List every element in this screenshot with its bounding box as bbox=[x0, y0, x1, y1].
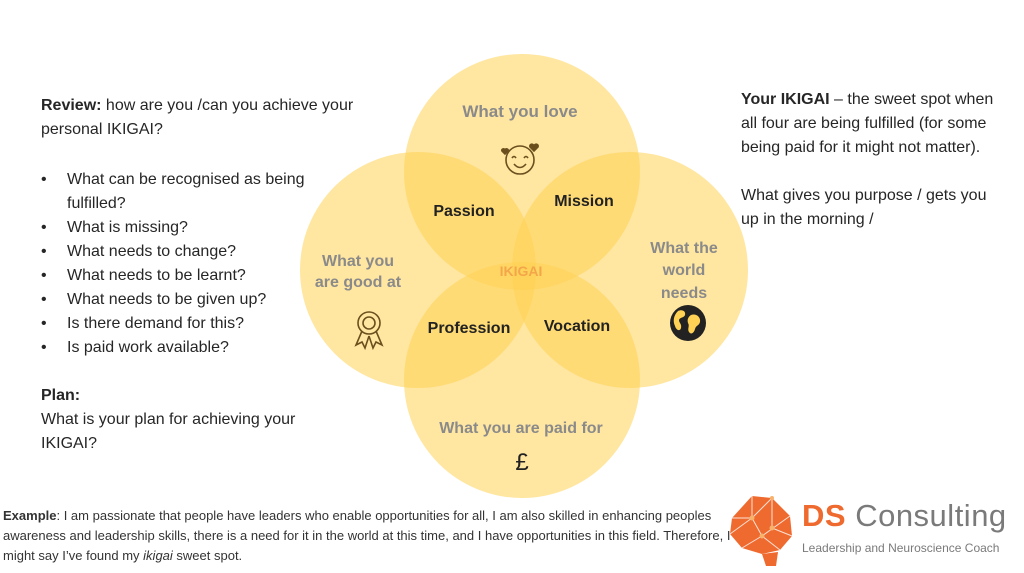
label-passion: Passion bbox=[433, 203, 494, 220]
example-tail: sweet spot. bbox=[172, 548, 243, 563]
circle-paid-for bbox=[404, 262, 640, 498]
award-ribbon-icon bbox=[354, 311, 384, 351]
review-text: Review: how are you /can you achieve you… bbox=[41, 94, 371, 142]
ikigai-line: – the sweet spot when bbox=[829, 91, 994, 108]
example-body: : I am passionate that people have leade… bbox=[3, 508, 731, 563]
example-label: Example bbox=[3, 508, 57, 523]
pound-sign-icon: £ bbox=[515, 449, 528, 476]
plan-section: Plan: What is your plan for achieving yo… bbox=[41, 384, 351, 456]
logo-brand: DS bbox=[802, 498, 847, 533]
list-item: What can be recognised as being fulfille… bbox=[41, 168, 361, 216]
label-world-3: needs bbox=[661, 285, 707, 302]
list-item: Is paid work available? bbox=[41, 336, 361, 360]
logo-name: Consulting bbox=[846, 498, 1007, 533]
ikigai-description: Your IKIGAI – the sweet spot when all fo… bbox=[741, 88, 1024, 232]
example-em: ikigai bbox=[143, 548, 173, 563]
label-vocation: Vocation bbox=[544, 318, 610, 335]
label-world-2: world bbox=[662, 262, 706, 279]
ikigai-venn-diagram: What you love What you are good at What … bbox=[300, 54, 748, 498]
label-what-you-love: What you love bbox=[462, 102, 577, 121]
review-body: how are you /can you achieve your person… bbox=[41, 97, 354, 138]
ds-consulting-logo: DS Consulting Leadership and Neuroscienc… bbox=[722, 488, 1024, 568]
ikigai-line: all four are being fulfilled (for some bbox=[741, 115, 987, 132]
plan-title: Plan: bbox=[41, 387, 81, 404]
list-item: What needs to change? bbox=[41, 240, 361, 264]
logo-wordmark: DS Consulting bbox=[802, 498, 1007, 534]
smiley-hearts-icon bbox=[501, 143, 539, 175]
brain-network-icon bbox=[729, 496, 793, 566]
list-item: What needs to be given up? bbox=[41, 288, 361, 312]
label-mission: Mission bbox=[554, 193, 614, 210]
purpose-line: up in the morning / bbox=[741, 211, 874, 228]
list-item: What needs to be learnt? bbox=[41, 264, 361, 288]
review-title: Review: bbox=[41, 97, 102, 114]
label-ikigai-center: IKIGAI bbox=[500, 263, 543, 279]
label-good-at-1: What you bbox=[322, 253, 394, 270]
label-paid-for: What you are paid for bbox=[439, 420, 603, 437]
review-questions-list: What can be recognised as being fulfille… bbox=[41, 168, 361, 360]
ikigai-line: being paid for it might not matter). bbox=[741, 139, 981, 156]
list-item: What is missing? bbox=[41, 216, 361, 240]
logo-tagline: Leadership and Neuroscience Coach bbox=[802, 541, 1000, 555]
ikigai-title: Your IKIGAI bbox=[741, 91, 830, 108]
label-good-at-2: are good at bbox=[315, 274, 402, 291]
purpose-line: What gives you purpose / gets you bbox=[741, 187, 987, 204]
label-profession: Profession bbox=[428, 320, 511, 337]
globe-icon bbox=[670, 305, 706, 341]
plan-body: What is your plan for achieving your IKI… bbox=[41, 411, 296, 452]
label-world-1: What the bbox=[650, 240, 718, 257]
list-item: Is there demand for this? bbox=[41, 312, 361, 336]
example-paragraph: Example: I am passionate that people hav… bbox=[3, 506, 733, 566]
